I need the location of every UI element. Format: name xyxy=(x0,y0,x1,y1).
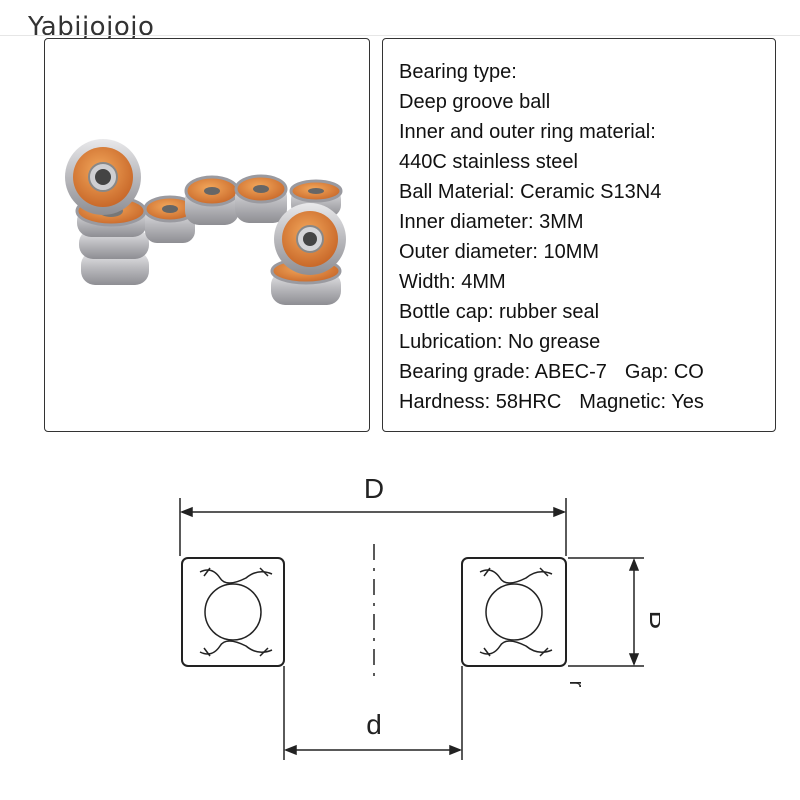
bearing-dimension-diagram: D B d r xyxy=(179,473,660,760)
specifications-panel: Bearing type: Deep groove ball Inner and… xyxy=(382,38,776,432)
spec-text: Hardness: 58HRC xyxy=(399,391,562,413)
spec-text: Inner and outer ring material: xyxy=(399,121,656,143)
spec-list: Bearing type: Deep groove ball Inner and… xyxy=(399,57,704,417)
spec-text: 440C stainless steel xyxy=(399,151,578,173)
spec-text: Bottle cap: rubber seal xyxy=(399,301,600,323)
spec-text: Outer diameter: 10MM xyxy=(399,241,600,263)
width-label: B xyxy=(644,611,660,630)
spec-text: Bearing grade: ABEC-7 xyxy=(399,361,607,383)
radius-label: r xyxy=(565,681,587,688)
spec-text: Ball Material: Ceramic S13N4 xyxy=(399,181,662,203)
spec-extra: Magnetic: Yes xyxy=(579,391,704,413)
spec-text: Inner diameter: 3MM xyxy=(399,211,584,233)
spec-text: Deep groove ball xyxy=(399,91,551,113)
spec-line: Bottle cap: rubber seal xyxy=(399,297,704,327)
header-divider xyxy=(0,35,800,36)
spec-line: Hardness: 58HRC Magnetic: Yes xyxy=(399,387,704,417)
spec-extra: Gap: CO xyxy=(624,361,704,383)
bearings-back-row xyxy=(184,174,343,225)
outer-diameter-label: D xyxy=(364,473,384,504)
spec-line: Inner and outer ring material: xyxy=(399,117,704,147)
spec-text: Width: 4MM xyxy=(399,271,506,293)
spec-line: Ball Material: Ceramic S13N4 xyxy=(399,177,704,207)
bearings-photo xyxy=(65,139,346,305)
spec-line: Deep groove ball xyxy=(399,87,704,117)
spec-line: Bearing type: xyxy=(399,57,704,87)
spec-line: Bearing grade: ABEC-7 Gap: CO xyxy=(399,357,704,387)
spec-line: Inner diameter: 3MM xyxy=(399,207,704,237)
spec-text: Bearing type: xyxy=(399,61,517,83)
spec-line: 440C stainless steel xyxy=(399,147,704,177)
inner-diameter-label: d xyxy=(366,709,382,740)
spec-line: Lubrication: No grease xyxy=(399,327,704,357)
brand-watermark: Yabijojojo xyxy=(28,12,155,42)
product-photo-panel xyxy=(44,38,370,432)
spec-line: Width: 4MM xyxy=(399,267,704,297)
bearing-stack-right xyxy=(270,203,346,305)
bearing-upright-left xyxy=(65,139,141,215)
spec-line: Outer diameter: 10MM xyxy=(399,237,704,267)
spec-text: Lubrication: No grease xyxy=(399,331,601,353)
